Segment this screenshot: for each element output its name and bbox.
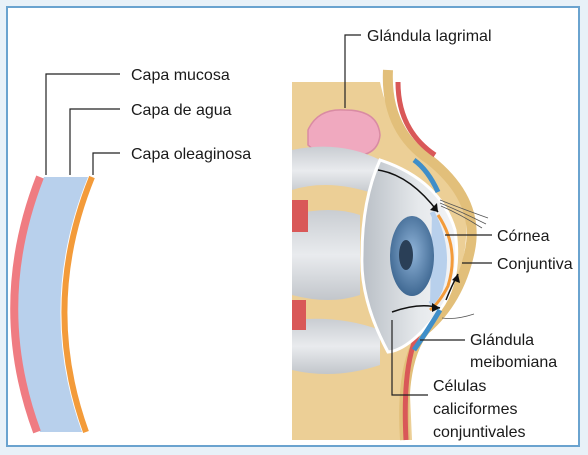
muscle-red-bottom <box>292 300 306 330</box>
label-water-layer: Capa de agua <box>131 102 232 119</box>
leader-oil <box>93 153 120 175</box>
label-cornea: Córnea <box>497 228 550 245</box>
label-meibomian-1: Glándula <box>470 332 534 349</box>
leader-water <box>70 109 120 175</box>
leader-mucous <box>46 74 120 175</box>
label-mucous-layer: Capa mucosa <box>131 67 230 84</box>
muscle-red-top <box>292 200 308 232</box>
label-goblet-2: caliciformes <box>433 401 517 418</box>
tear-film-layers <box>14 177 92 432</box>
label-goblet-1: Células <box>433 378 486 395</box>
label-meibomian-2: meibomiana <box>470 354 557 371</box>
label-goblet-3: conjuntivales <box>433 424 526 441</box>
label-lacrimal-gland: Glándula lagrimal <box>367 28 492 45</box>
label-oily-layer: Capa oleaginosa <box>131 146 251 163</box>
pupil <box>399 240 413 270</box>
label-conjunctiva: Conjuntiva <box>497 256 573 273</box>
